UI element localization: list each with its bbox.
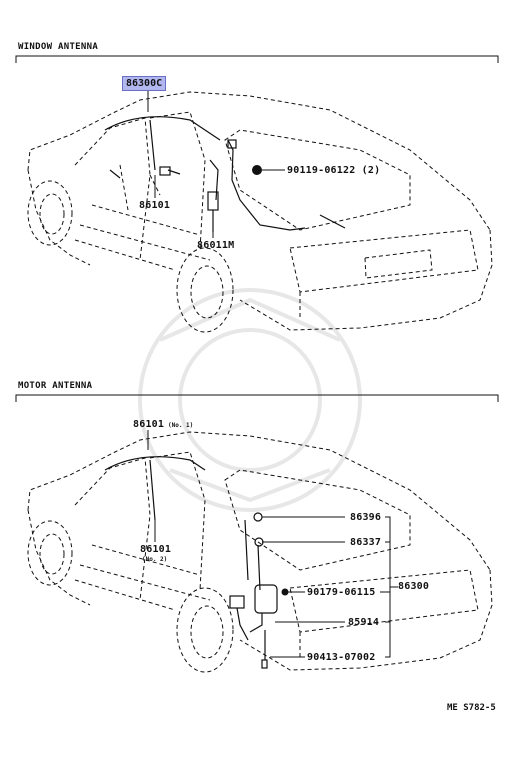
bolt-90119-icon bbox=[252, 165, 262, 175]
window-antenna-title: WINDOW ANTENNA bbox=[18, 42, 99, 52]
part-86300c-label[interactable]: 86300C bbox=[122, 76, 167, 91]
motor-leader-lines bbox=[147, 430, 398, 658]
window-section-bracket bbox=[15, 55, 499, 63]
part-86101-no1-label[interactable]: 86101 bbox=[133, 419, 165, 430]
motor-antenna-wiring bbox=[104, 456, 278, 669]
motor-antenna-title: MOTOR ANTENNA bbox=[18, 381, 93, 391]
part-86396-label[interactable]: 86396 bbox=[350, 512, 382, 523]
watermark bbox=[138, 288, 362, 512]
nut-86337-icon bbox=[254, 537, 264, 547]
diagram-reference: ME S782-5 bbox=[447, 703, 496, 713]
part-86337-label[interactable]: 86337 bbox=[350, 537, 382, 548]
part-90119-label[interactable]: 90119-06122 (2) bbox=[287, 165, 381, 176]
part-90413-label[interactable]: 90413-07002 bbox=[307, 652, 376, 663]
window-antenna-wiring bbox=[104, 116, 346, 232]
part-86011m-label[interactable]: 86011M bbox=[197, 240, 235, 251]
part-85914-label[interactable]: 85914 bbox=[348, 617, 380, 628]
bolt-90179-icon bbox=[281, 588, 289, 596]
washer-86396-icon bbox=[253, 512, 263, 522]
part-86101-no2-label[interactable]: 86101 bbox=[140, 544, 172, 555]
part-90179-label[interactable]: 90179-06115 bbox=[307, 587, 376, 598]
window-car-drawing bbox=[27, 91, 493, 333]
window-leader-lines bbox=[147, 90, 285, 238]
part-86300-label[interactable]: 86300 bbox=[398, 581, 430, 592]
part-86101-no2-note: (No. 2) bbox=[142, 556, 168, 563]
motor-section-bracket bbox=[15, 394, 499, 402]
part-86101-label[interactable]: 86101 bbox=[139, 200, 171, 211]
motor-car-drawing bbox=[27, 431, 493, 673]
part-86101-no1-note: (No. 1) bbox=[168, 422, 194, 429]
